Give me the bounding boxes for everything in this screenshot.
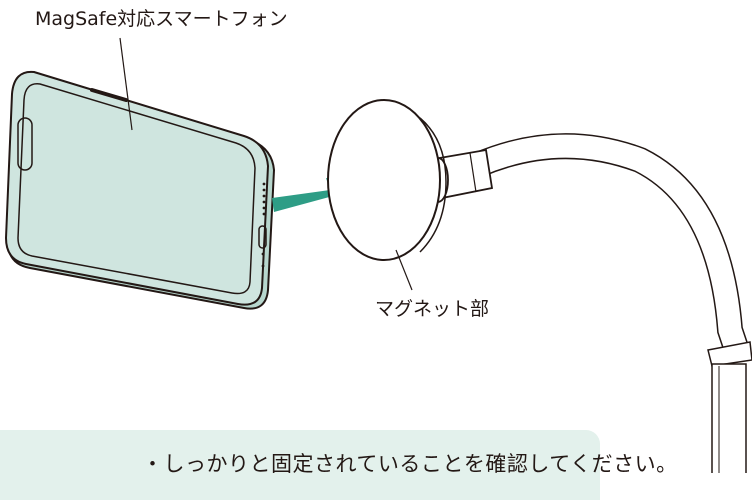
phone-mount-illustration (4, 37, 752, 473)
charging-port (258, 225, 267, 249)
note-text: ・しっかりと固定されていることを確認してください。 (142, 452, 678, 476)
magnet-disc (327, 99, 447, 261)
phone-notch (17, 117, 33, 171)
speaker-dots (262, 182, 266, 216)
smartphone (4, 70, 276, 310)
magnet-label: マグネット部 (375, 298, 490, 320)
phone-top-button (90, 88, 128, 102)
phone-leader-line (119, 37, 133, 131)
phone-label: MagSafe対応スマートフォン (35, 8, 288, 30)
phone-screen (17, 83, 256, 295)
gooseneck-arm (472, 133, 752, 473)
magnet-leader-line (395, 249, 413, 291)
